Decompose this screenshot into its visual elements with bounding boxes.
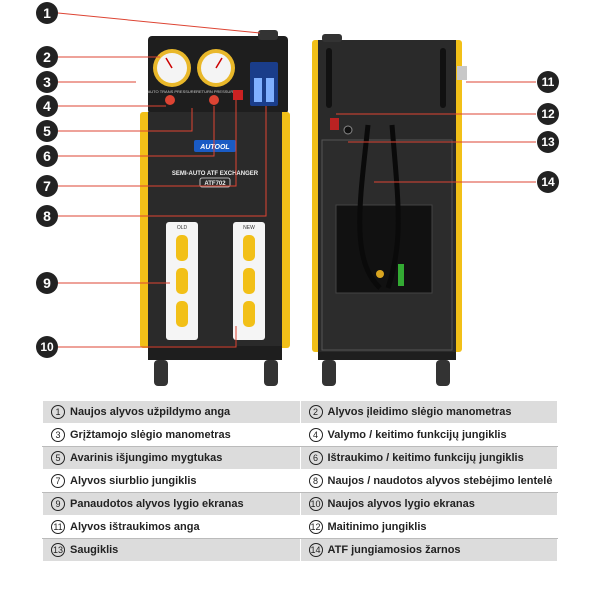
- legend-row: 9 Panaudotos alyvos lygio ekranas 10 Naujos…: [42, 492, 558, 516]
- legend-number: 12: [308, 520, 323, 534]
- tube-old-label: OLD: [177, 225, 188, 231]
- callout-10: 10: [36, 336, 58, 358]
- legend-item: 9 Panaudotos alyvos lygio ekranas: [42, 492, 301, 516]
- legend-item: 14 ATF jungiamosios žarnos: [299, 538, 558, 562]
- legend-item: 5 Avarinis išjungimo mygtukas: [42, 446, 301, 470]
- legend-row: 7 Alyvos siurblio jungiklis 8 Naujos / naud…: [42, 469, 558, 493]
- callout-5: 5: [36, 120, 58, 142]
- power-switch: [330, 118, 339, 130]
- legend-item: 8 Naujos / naudotos alyvos stebėjimo lent…: [299, 469, 558, 493]
- tube-new-label: NEW: [243, 225, 255, 231]
- legend-number: 1: [51, 405, 65, 419]
- legend-item: 1 Naujos alyvos užpildymo anga: [42, 400, 301, 424]
- hose-compartment: [335, 204, 433, 294]
- legend-number: 4: [308, 428, 323, 442]
- callout-11: 11: [537, 71, 559, 93]
- callout-2: 2: [36, 46, 58, 68]
- legend-item: 13 Saugiklis: [42, 538, 301, 562]
- product-line-text: SEMI-AUTO ATF EXCHANGER: [172, 171, 259, 177]
- function-knob-left: [165, 95, 175, 105]
- legend-text: Alyvos ištraukimos anga: [70, 521, 200, 533]
- legend-text: Naujos / naudotos alyvos stebėjimo lente…: [327, 475, 553, 487]
- callout-3: 3: [36, 71, 58, 93]
- callout-8: 8: [36, 205, 58, 227]
- callout-9: 9: [36, 272, 58, 294]
- callout-4: 4: [36, 95, 58, 117]
- legend-number: 11: [51, 520, 65, 534]
- legend-text: Naujos alyvos užpildymo anga: [70, 406, 231, 418]
- callout-14: 14: [537, 171, 559, 193]
- back-view: [312, 34, 467, 386]
- front-view: AUTO TRANS PRESSURE RETURN PRESSURE AUTO…: [140, 30, 290, 386]
- legend-text: Alyvos įleidimo slėgio manometras: [327, 406, 512, 418]
- gauge-right-label: RETURN PRESSURE: [196, 89, 236, 94]
- legend-number: 8: [308, 474, 323, 488]
- legend-row: 13 Saugiklis 14 ATF jungiamosios žarnos: [42, 538, 558, 562]
- model-text: ATF702: [204, 181, 226, 187]
- legend-text: Panaudotos alyvos lygio ekranas: [70, 498, 244, 510]
- legend-text: Ištraukimo / keitimo funkcijų jungiklis: [327, 452, 524, 464]
- legend-text: Alyvos siurblio jungiklis: [70, 475, 197, 487]
- legend-text: Valymo / keitimo funkcijų jungiklis: [327, 429, 507, 441]
- legend-text: ATF jungiamosios žarnos: [327, 544, 461, 556]
- legend-row: 3 Grįžtamojo slėgio manometras 4 Valymo / k…: [42, 423, 558, 447]
- legend-item: 11 Alyvos ištraukimos anga: [42, 515, 301, 539]
- legend-text: Maitinimo jungiklis: [327, 521, 427, 533]
- legend-row: 1 Naujos alyvos užpildymo anga 2 Alyvos įle…: [42, 400, 558, 424]
- legend-row: 5 Avarinis išjungimo mygtukas 6 Ištraukimo …: [42, 446, 558, 470]
- legend-number: 14: [308, 543, 323, 557]
- legend-item: 4 Valymo / keitimo funkcijų jungiklis: [299, 423, 558, 447]
- legend-number: 9: [51, 497, 65, 511]
- legend-text: Naujos alyvos lygio ekranas: [327, 498, 475, 510]
- legend-number: 10: [308, 497, 323, 511]
- legend-row: 11 Alyvos ištraukimos anga 12 Maitinimo jun…: [42, 515, 558, 539]
- legend-item: 10 Naujos alyvos lygio ekranas: [299, 492, 558, 516]
- legend-item: 12 Maitinimo jungiklis: [299, 515, 558, 539]
- callout-13: 13: [537, 131, 559, 153]
- legend-number: 7: [51, 474, 65, 488]
- emergency-stop: [233, 90, 243, 100]
- legend-number: 13: [51, 543, 65, 557]
- extraction-port: [457, 66, 467, 80]
- legend-number: 3: [51, 428, 65, 442]
- callout-7: 7: [36, 175, 58, 197]
- legend-text: Grįžtamojo slėgio manometras: [70, 429, 231, 441]
- machine-drawing: AUTO TRANS PRESSURE RETURN PRESSURE AUTO…: [57, 12, 536, 386]
- legend-table: 1 Naujos alyvos užpildymo anga 2 Alyvos įle…: [42, 400, 558, 562]
- leader-lines: [57, 12, 536, 348]
- callout-6: 6: [36, 145, 58, 167]
- legend-item: 2 Alyvos įleidimo slėgio manometras: [299, 400, 558, 424]
- callout-12: 12: [537, 103, 559, 125]
- legend-item: 7 Alyvos siurblio jungiklis: [42, 469, 301, 493]
- legend-text: Avarinis išjungimo mygtukas: [70, 452, 223, 464]
- product-illustration: AUTO TRANS PRESSURE RETURN PRESSURE AUTO…: [36, 2, 559, 386]
- legend-number: 2: [308, 405, 323, 419]
- legend-text: Saugiklis: [70, 544, 119, 556]
- legend-item: 3 Grįžtamojo slėgio manometras: [42, 423, 301, 447]
- legend-item: 6 Ištraukimo / keitimo funkcijų jungiklis: [299, 446, 558, 470]
- legend-number: 6: [308, 451, 323, 465]
- fuse: [343, 125, 353, 135]
- callout-1: 1: [36, 2, 58, 24]
- gauge-left-label: AUTO TRANS PRESSURE: [148, 89, 197, 94]
- brand-badge: [194, 140, 236, 152]
- function-knob-right: [209, 95, 219, 105]
- legend-number: 5: [51, 451, 65, 465]
